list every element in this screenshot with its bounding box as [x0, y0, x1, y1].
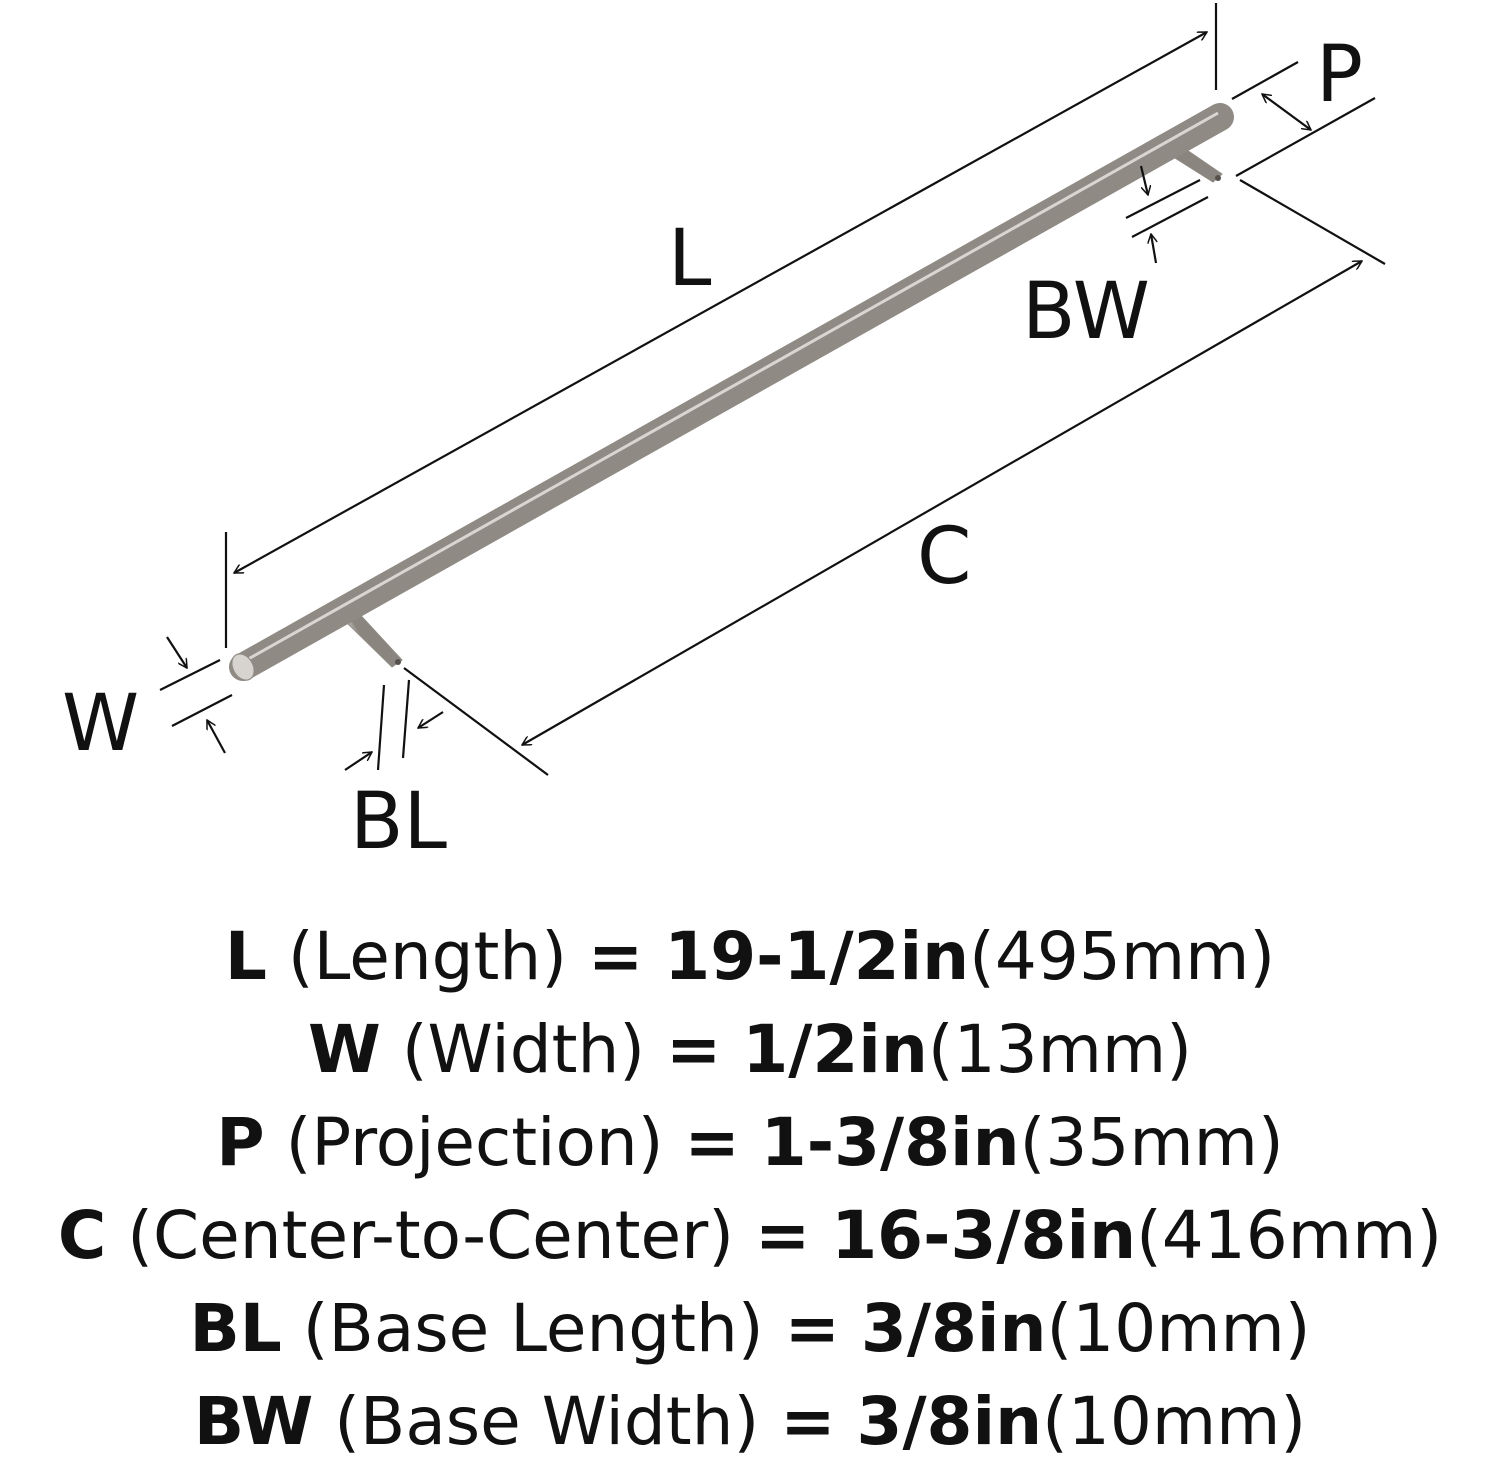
spec-symbol: W	[308, 1011, 381, 1088]
dimension-p: P	[1231, 30, 1376, 177]
dimension-bw: BW	[1022, 165, 1209, 357]
spec-mm-value: (13mm)	[927, 1011, 1192, 1088]
spec-name: (Base Length)	[302, 1290, 764, 1367]
spec-list: L (Length) = 19-1/2in(495mm) W (Width) =…	[0, 910, 1500, 1468]
spec-equals: =	[784, 1290, 840, 1367]
label-bw: BW	[1022, 267, 1150, 357]
spec-row-width: W (Width) = 1/2in(13mm)	[0, 1003, 1500, 1096]
label-p: P	[1316, 30, 1363, 120]
spec-name: (Width)	[401, 1011, 646, 1088]
spec-row-length: L (Length) = 19-1/2in(495mm)	[0, 910, 1500, 1003]
spec-mm-value: (416mm)	[1136, 1197, 1443, 1274]
spec-symbol: C	[57, 1197, 107, 1274]
spec-symbol: BW	[193, 1383, 314, 1460]
label-bl: BL	[350, 777, 448, 867]
spec-row-base-width: BW (Base Width) = 3/8in(10mm)	[0, 1375, 1500, 1468]
label-l: L	[668, 214, 712, 304]
spec-mm-value: (10mm)	[1042, 1383, 1307, 1460]
label-c: C	[917, 512, 971, 602]
spec-inch-value: 19-1/2in	[664, 918, 970, 995]
spec-name: (Base Width)	[334, 1383, 760, 1460]
spec-inch-value: 3/8in	[856, 1383, 1043, 1460]
bar-end-cap	[231, 653, 255, 681]
spec-inch-value: 3/8in	[860, 1290, 1047, 1367]
spec-equals: =	[666, 1011, 722, 1088]
spec-inch-value: 1/2in	[742, 1011, 928, 1088]
dimension-c: C	[403, 179, 1386, 776]
spec-mm-value: (495mm)	[969, 918, 1276, 995]
dimension-w: W	[62, 636, 233, 769]
spec-equals: =	[754, 1197, 811, 1274]
spec-inch-value: 1-3/8in	[760, 1104, 1020, 1181]
spec-name: (Length)	[287, 918, 568, 995]
spec-name: (Center-to-Center)	[127, 1197, 734, 1274]
label-w: W	[62, 679, 139, 769]
spec-row-center-to-center: C (Center-to-Center) = 16-3/8in(416mm)	[0, 1189, 1500, 1282]
spec-inch-value: 16-3/8in	[831, 1197, 1137, 1274]
spec-symbol: P	[216, 1104, 265, 1181]
bar-pull	[229, 103, 1234, 681]
spec-mm-value: (10mm)	[1046, 1290, 1311, 1367]
spec-equals: =	[780, 1383, 836, 1460]
spec-equals: =	[684, 1104, 740, 1181]
dimension-bl: BL	[344, 679, 448, 867]
spec-row-base-length: BL (Base Length) = 3/8in(10mm)	[0, 1282, 1500, 1375]
spec-equals: =	[588, 918, 644, 995]
spec-symbol: L	[224, 918, 267, 995]
spec-name: (Projection)	[285, 1104, 664, 1181]
spec-row-projection: P (Projection) = 1-3/8in(35mm)	[0, 1096, 1500, 1189]
spec-mm-value: (35mm)	[1019, 1104, 1284, 1181]
bar-pull-diagram: L P BW C W	[62, 3, 1386, 867]
spec-symbol: BL	[189, 1290, 282, 1367]
